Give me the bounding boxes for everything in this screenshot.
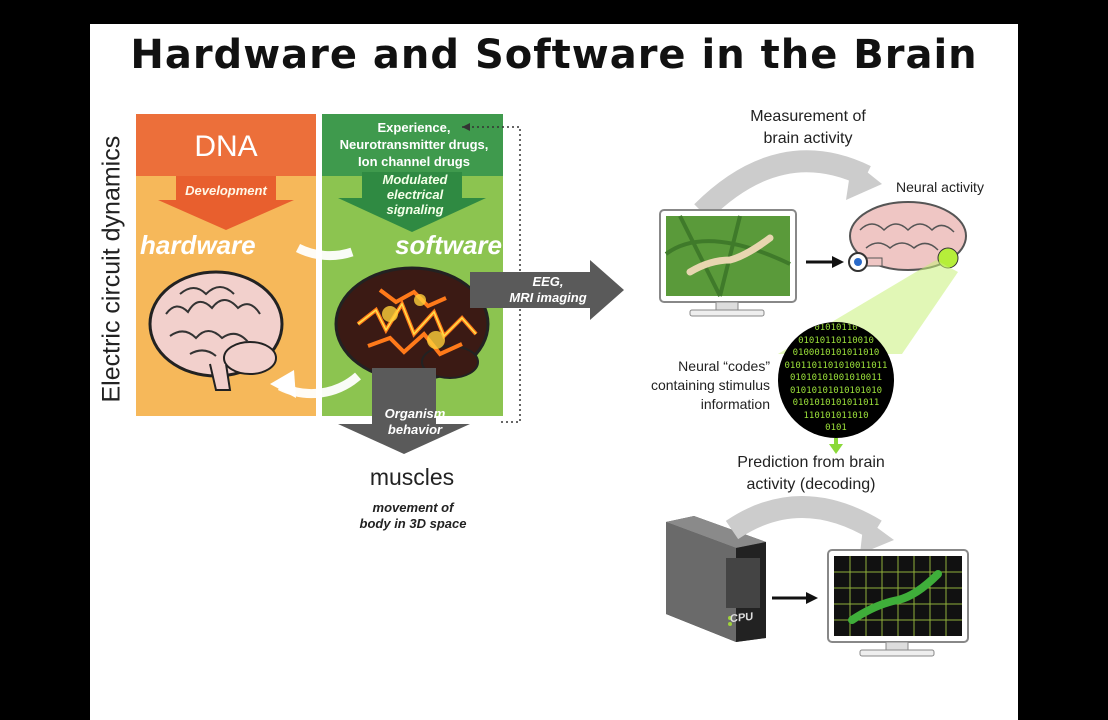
muscles-label: muscles: [369, 464, 455, 490]
prediction-label: Prediction from brain activity (decoding…: [737, 454, 885, 493]
modulated-signaling-label: Modulated electrical signaling: [382, 172, 448, 217]
cpu-tower-icon: [666, 516, 766, 642]
cpu-label: CPU: [730, 610, 754, 626]
prediction-curve-arrow: [725, 496, 882, 540]
neural-brain-icon: [848, 201, 967, 272]
behavior-arrow: [338, 368, 470, 454]
monitor-salamander-icon: [659, 209, 797, 317]
measurement-label: Measurement of brain activity: [750, 108, 866, 147]
hardware-brain-icon: [148, 270, 284, 391]
eeg-arrow: [470, 260, 624, 320]
software-panel-top: [322, 114, 503, 176]
development-label: Development: [185, 183, 267, 198]
slide-title: Hardware and Software in the Brain: [130, 32, 978, 78]
cycle-loop: [295, 243, 354, 261]
eeg-label: EEG, MRI imaging: [509, 274, 587, 305]
measurement-curve-arrow: [694, 150, 871, 220]
software-brain-icon: [334, 266, 490, 382]
organism-behavior-label: Organism behavior: [384, 406, 446, 437]
neural-code-circle: [778, 322, 894, 438]
dna-label: DNA: [194, 130, 258, 163]
diagram-graphics: [148, 123, 969, 657]
software-label: software: [395, 230, 502, 260]
modulated-arrow: [338, 172, 486, 232]
slide: Hardware and Software in the Brain Elect…: [90, 24, 1018, 720]
software-inputs-label: Experience, Neurotransmitter drugs, Ion …: [339, 120, 489, 169]
hardware-label: hardware: [140, 230, 256, 260]
movement-label: movement of body in 3D space: [359, 500, 467, 531]
neural-codes-label: Neural “codes” containing stimulus infor…: [650, 358, 770, 412]
hardware-panel-top: [136, 114, 316, 176]
neural-activity-label: Neural activity: [896, 179, 984, 195]
development-arrow: [158, 176, 294, 230]
binary-code-text: 01010110 01010110110010 0100010101011010…: [784, 323, 888, 433]
decoded-monitor-icon: [827, 549, 969, 657]
